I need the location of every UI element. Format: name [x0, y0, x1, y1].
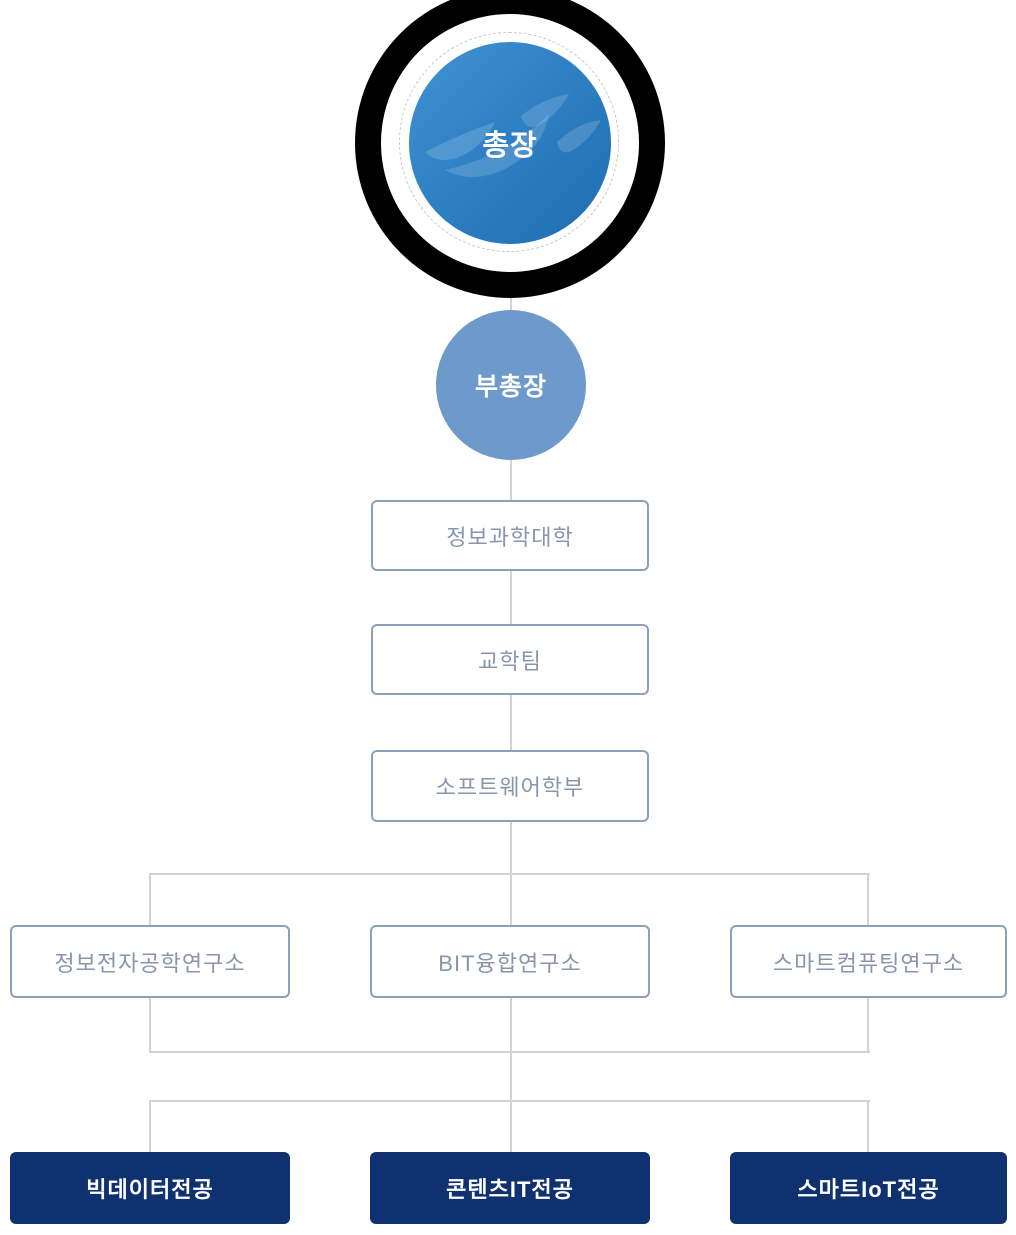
major-3-label: 스마트IoT전공	[797, 1177, 940, 1202]
connector-inst-left-down	[149, 998, 151, 1053]
connector-majors-line	[149, 1100, 870, 1102]
node-institute-1: 정보전자공학연구소	[10, 925, 290, 998]
wave-logo-icon	[425, 94, 601, 177]
node-school: 소프트웨어학부	[371, 750, 649, 822]
connector-president-vp	[510, 290, 512, 314]
node-vice-president: 부총장	[436, 310, 586, 460]
node-team: 교학팀	[371, 624, 649, 695]
institute-3-label: 스마트컴퓨팅연구소	[772, 950, 965, 976]
school-label: 소프트웨어학부	[435, 775, 585, 800]
connector-spread-left-drop	[149, 873, 151, 926]
connector-spread-right-drop	[867, 873, 869, 926]
node-college: 정보과학대학	[371, 500, 649, 571]
connector-inst-right-down	[867, 998, 869, 1053]
connector-vp-college	[510, 455, 512, 502]
connector-inst-center-down	[510, 998, 512, 1153]
connector-major-left-drop	[149, 1100, 151, 1153]
team-label: 교학팀	[478, 648, 542, 674]
connector-spread-top	[149, 873, 870, 875]
connector-team-school	[510, 695, 512, 752]
node-institute-2: BIT융합연구소	[370, 925, 650, 998]
node-major-1: 빅데이터전공	[10, 1152, 290, 1224]
major-1-label: 빅데이터전공	[86, 1177, 214, 1202]
institute-1-label: 정보전자공학연구소	[54, 950, 246, 976]
institute-2-label: BIT융합연구소	[438, 950, 582, 976]
major-2-label: 콘텐츠IT전공	[446, 1177, 574, 1202]
node-major-2: 콘텐츠IT전공	[370, 1152, 650, 1224]
node-institute-3: 스마트컴퓨팅연구소	[730, 925, 1007, 998]
node-president: 총장	[409, 42, 611, 244]
connector-collect-line	[149, 1051, 870, 1053]
president-label: 총장	[482, 130, 538, 162]
node-major-3: 스마트IoT전공	[730, 1152, 1007, 1224]
president-dashed-ring	[399, 32, 619, 252]
connector-college-team	[510, 571, 512, 626]
connector-major-right-drop	[867, 1100, 869, 1153]
vice-president-label: 부총장	[474, 373, 547, 401]
college-label: 정보과학대학	[446, 524, 574, 550]
